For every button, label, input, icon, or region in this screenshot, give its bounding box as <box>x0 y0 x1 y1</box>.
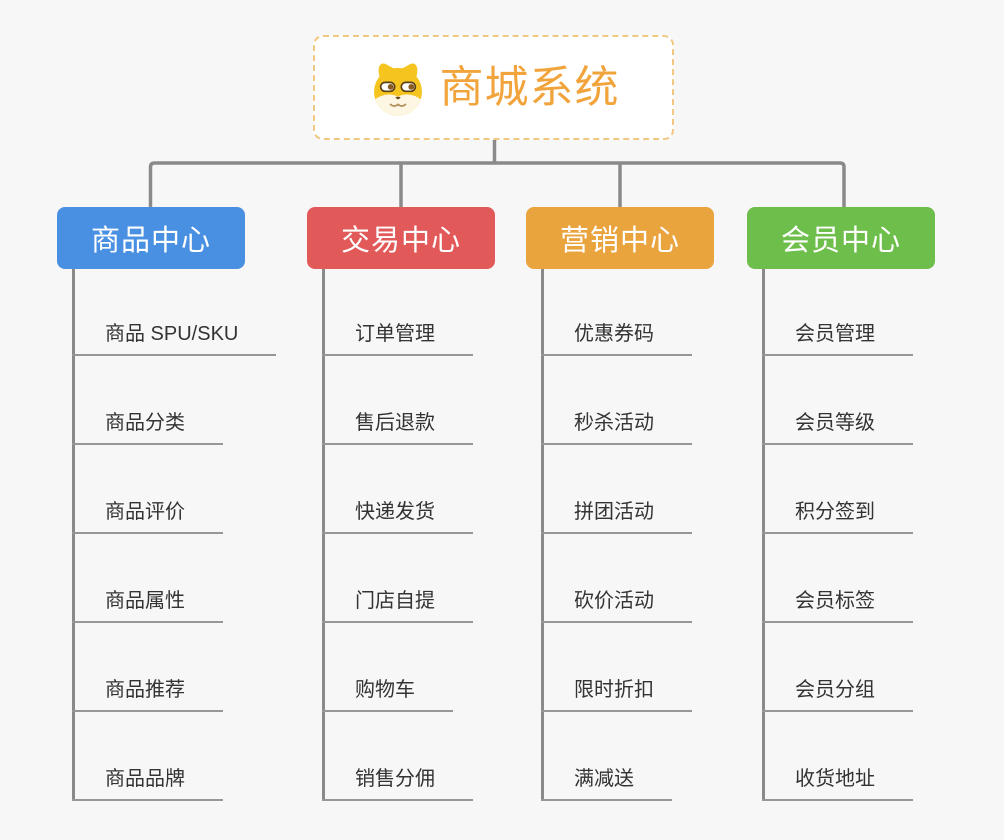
branch-node-marketing-center[interactable]: 营销中心 <box>526 207 714 269</box>
leaf-node[interactable]: 购物车 <box>322 677 453 712</box>
leaf-node[interactable]: 限时折扣 <box>541 677 692 712</box>
leaf-node[interactable]: 订单管理 <box>322 321 473 356</box>
leaf-node[interactable]: 商品属性 <box>72 588 223 623</box>
leaf-node[interactable]: 会员分组 <box>762 677 913 712</box>
leaf-node[interactable]: 砍价活动 <box>541 588 692 623</box>
leaf-node[interactable]: 快递发货 <box>322 499 473 534</box>
branch-label: 会员中心 <box>780 225 901 257</box>
leaf-node[interactable]: 满减送 <box>541 766 672 801</box>
leaf-node[interactable]: 商品分类 <box>72 410 223 445</box>
branch-node-product-center[interactable]: 商品中心 <box>57 207 245 269</box>
root-node[interactable]: 商城系统 <box>313 35 674 140</box>
leaf-node[interactable]: 门店自提 <box>322 588 473 623</box>
leaf-node[interactable]: 会员等级 <box>762 410 913 445</box>
leaf-node[interactable]: 积分签到 <box>762 499 913 534</box>
branch-label: 交易中心 <box>340 225 461 257</box>
leaf-node[interactable]: 优惠券码 <box>541 321 692 356</box>
leaf-node[interactable]: 收货地址 <box>762 766 913 801</box>
shiba-dog-face-icon <box>373 63 422 116</box>
leaf-node[interactable]: 会员管理 <box>762 321 913 356</box>
leaf-node[interactable]: 商品推荐 <box>72 677 223 712</box>
leaf-node[interactable]: 商品 SPU/SKU <box>72 321 277 356</box>
root-title: 商城系统 <box>439 62 620 112</box>
leaf-node[interactable]: 售后退款 <box>322 410 473 445</box>
leaf-node[interactable]: 秒杀活动 <box>541 410 692 445</box>
leaf-node[interactable]: 商品品牌 <box>72 766 223 801</box>
branch-label: 商品中心 <box>90 225 211 257</box>
branch-bracket-line <box>148 161 846 207</box>
leaf-node[interactable]: 拼团活动 <box>541 499 692 534</box>
branch-node-trade-center[interactable]: 交易中心 <box>307 207 495 269</box>
branch-label: 营销中心 <box>559 225 680 257</box>
branch-node-member-center[interactable]: 会员中心 <box>747 207 935 269</box>
leaf-node[interactable]: 会员标签 <box>762 588 913 623</box>
leaf-node[interactable]: 商品评价 <box>72 499 223 534</box>
leaf-node[interactable]: 销售分佣 <box>322 766 473 801</box>
